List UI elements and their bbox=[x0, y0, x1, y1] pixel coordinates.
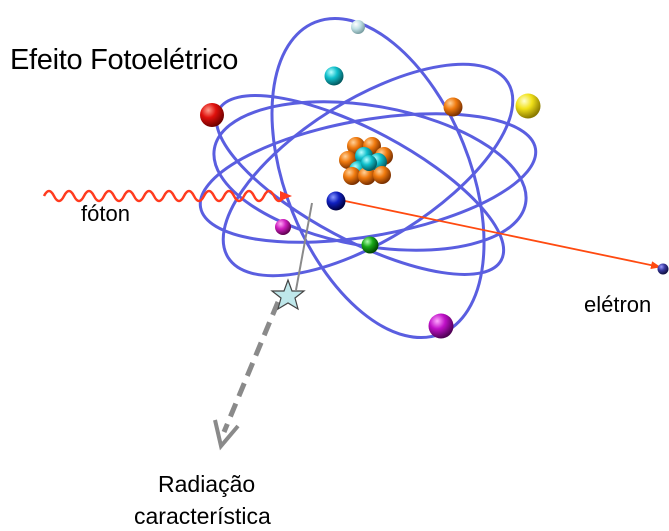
electrons bbox=[200, 20, 669, 339]
photon-label: fóton bbox=[81, 201, 130, 226]
red-electron bbox=[200, 103, 224, 127]
pale-electron bbox=[351, 20, 365, 34]
radiation-arrowhead bbox=[213, 419, 240, 451]
radiation-solid-line bbox=[295, 202, 313, 291]
magenta-small-electron bbox=[275, 219, 291, 235]
photon-wave bbox=[42, 189, 286, 203]
photon-arrowhead bbox=[280, 191, 292, 201]
ejected-electron bbox=[657, 263, 669, 275]
electron-path-arrow bbox=[344, 200, 661, 270]
radiation-dashed-arrow bbox=[221, 301, 281, 433]
radiation-label-line1: Radiação bbox=[158, 471, 256, 497]
green-electron bbox=[361, 236, 379, 254]
blue-electron bbox=[326, 191, 346, 211]
radiation-label-line2: característica bbox=[134, 503, 271, 529]
cyan-electron bbox=[324, 66, 344, 86]
orange-electron bbox=[443, 97, 463, 117]
purple-electron bbox=[428, 313, 454, 339]
yellow-electron bbox=[515, 93, 541, 119]
nucleus bbox=[339, 137, 393, 185]
electron-label: elétron bbox=[584, 292, 652, 317]
diagram-title: Efeito Fotoelétrico bbox=[10, 44, 239, 76]
orbit-ring-1 bbox=[198, 112, 538, 244]
star-icon bbox=[270, 278, 306, 311]
